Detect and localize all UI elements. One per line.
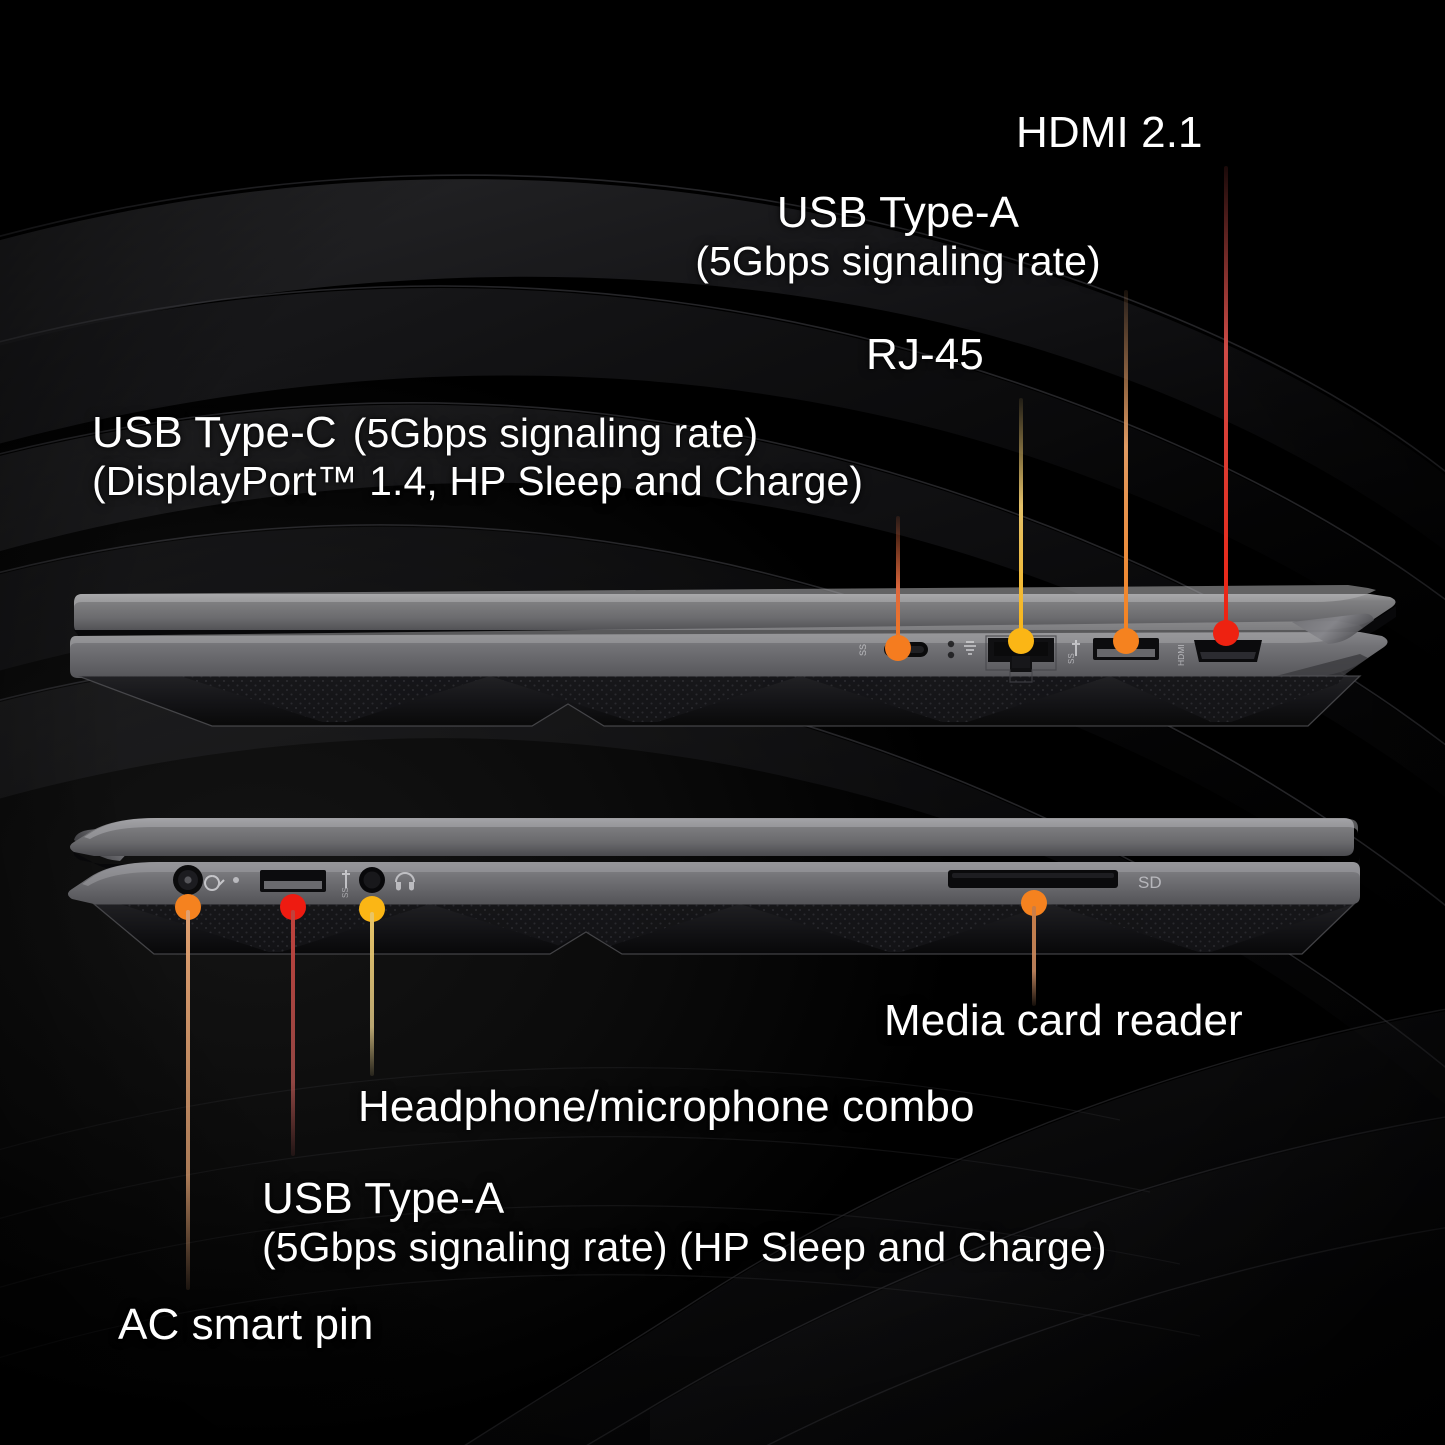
label-usb-type-c: USB Type-C (5Gbps signaling rate) (Displ… [92, 408, 863, 505]
label-media-card-reader-title: Media card reader [884, 996, 1243, 1045]
label-usb-type-a-top-title: USB Type-A [776, 188, 1020, 237]
label-usb-type-a-bottom: USB Type-A (5Gbps signaling rate) (HP Sl… [262, 1174, 1107, 1271]
label-headphone-microphone-title: Headphone/microphone combo [358, 1082, 975, 1131]
leader-dot [885, 635, 911, 661]
label-hdmi-title: HDMI 2.1 [1016, 108, 1203, 157]
label-ac-smart-pin: AC smart pin [118, 1300, 374, 1349]
label-usb-type-c-spec: (5Gbps signaling rate) [352, 410, 759, 456]
svg-text:HDMI: HDMI [1176, 644, 1186, 666]
leader-line [1019, 398, 1023, 637]
svg-text:SS: SS [341, 887, 350, 898]
laptop-left-side-view: SS SD [60, 800, 1390, 965]
leader-line [370, 912, 374, 1076]
label-usb-type-a-top-sub: (5Gbps signaling rate) [695, 238, 1101, 285]
label-rj-45-title: RJ-45 [866, 330, 984, 379]
svg-text:SS: SS [858, 644, 868, 656]
leader-dot [1213, 620, 1239, 646]
leader-usb-type-c [885, 512, 911, 662]
leader-ac-smart-pin [175, 894, 201, 1296]
label-usb-type-a-bottom-title: USB Type-A [262, 1174, 505, 1223]
svg-text:SS: SS [1067, 653, 1076, 664]
svg-text:SD: SD [1138, 873, 1162, 892]
label-usb-type-a-top: USB Type-A (5Gbps signaling rate) [672, 188, 1124, 285]
leader-line [1032, 906, 1036, 1006]
label-usb-type-a-bottom-sub: (5Gbps signaling rate) (HP Sleep and Cha… [262, 1224, 1107, 1271]
leader-line [1224, 166, 1228, 629]
label-usb-type-c-title: USB Type-C [92, 408, 337, 457]
label-rj-45: RJ-45 [866, 330, 984, 379]
leader-headphone-microphone [359, 896, 385, 1082]
leader-usb-type-a-top [1113, 286, 1139, 656]
label-usb-type-c-line1: USB Type-C (5Gbps signaling rate) [92, 408, 863, 457]
leader-usb-type-a-bottom [280, 894, 306, 1162]
label-ac-smart-pin-title: AC smart pin [118, 1300, 374, 1349]
label-usb-type-c-sub: (DisplayPort™ 1.4, HP Sleep and Charge) [92, 458, 864, 505]
leader-line [1124, 290, 1128, 637]
label-hdmi: HDMI 2.1 [1016, 108, 1203, 157]
leader-dot [1113, 628, 1139, 654]
leader-rj-45 [1008, 394, 1034, 656]
laptop-right-side-view: SS SS [60, 580, 1396, 740]
leader-line [896, 516, 900, 650]
leader-line [291, 910, 295, 1156]
leader-line [186, 910, 190, 1290]
leader-dot [1008, 628, 1034, 654]
leader-hdmi [1213, 162, 1239, 648]
leader-media-card-reader [1021, 890, 1047, 1012]
label-headphone-microphone: Headphone/microphone combo [358, 1082, 975, 1131]
label-media-card-reader: Media card reader [884, 996, 1243, 1045]
